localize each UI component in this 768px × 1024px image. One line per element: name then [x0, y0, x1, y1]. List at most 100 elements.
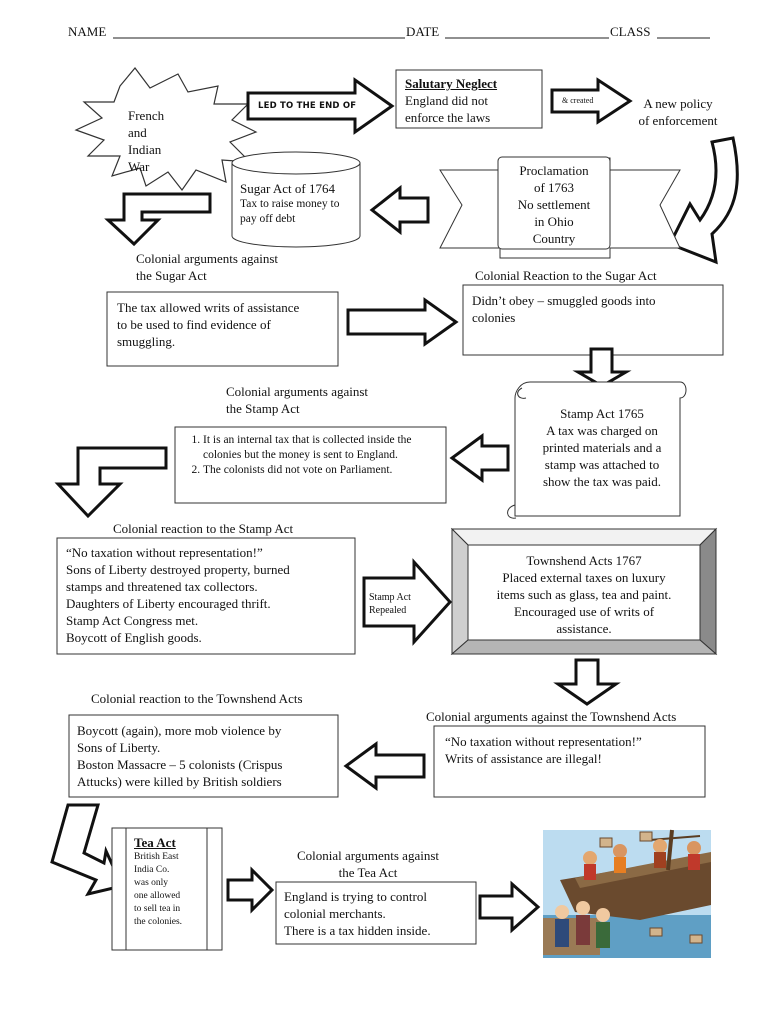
sugar-act-line: Tax to raise money to: [240, 198, 340, 210]
arrow-to-sugar-act: [369, 184, 430, 236]
sugar-arguments-line: The tax allowed writs of assistance: [117, 300, 300, 315]
stamp-act-text: Stamp Act 1765 A tax was charged on prin…: [524, 405, 680, 490]
arrow-to-sugar-reaction: [346, 297, 459, 347]
stamp-reaction-heading: Colonial reaction to the Stamp Act: [113, 521, 294, 536]
proclamation-line: Country: [532, 231, 576, 246]
stamp-reaction-text: “No taxation without representation!” So…: [66, 544, 290, 646]
arrow-down-to-townshend-args: [553, 658, 621, 706]
sugar-act-cylinder: [231, 151, 361, 248]
stamp-reaction-line: Boycott of English goods.: [66, 630, 202, 645]
proclamation-scroll: [497, 156, 611, 250]
stamp-reaction-box: [56, 537, 356, 655]
repealed-line: Repealed: [369, 605, 407, 616]
sugar-arguments-line: to be used to find evidence of: [117, 317, 271, 332]
tea-argument-line: England is trying to control: [284, 889, 427, 904]
townshend-argument-line: “No taxation without representation!”: [445, 734, 642, 749]
stamp-act-line: A tax was charged on: [546, 423, 658, 438]
stamp-act-line: stamp was attached to: [544, 457, 660, 472]
tea-argument-line: colonial merchants.: [284, 906, 386, 921]
bent-arrow-sugar: [104, 192, 212, 247]
sugar-act-text: Sugar Act of 1764 Tax to raise money to …: [240, 180, 339, 227]
arrow-to-stamp-arguments: [449, 433, 510, 483]
sugar-reaction-heading: Colonial Reaction to the Sugar Act: [475, 268, 657, 283]
heading-line: Colonial arguments against: [226, 384, 369, 399]
name-label: NAME: [68, 24, 107, 39]
townshend-arguments-box: [433, 725, 706, 798]
boston-tea-party-picture: [543, 829, 711, 958]
proclamation-line: No settlement: [517, 197, 591, 212]
sugar-reaction-line: colonies: [472, 310, 516, 325]
stamp-arguments-heading: Colonial arguments against the Stamp Act: [226, 383, 368, 417]
townshend-line: Encouraged use of writs of: [513, 604, 655, 619]
townshend-line: Townshend Acts 1767: [526, 553, 642, 568]
arrow-to-townshend-reaction: [343, 741, 426, 791]
sugar-act-line: pay off debt: [240, 213, 296, 225]
stamp-reaction-line: stamps and threatened tax collectors.: [66, 579, 258, 594]
salutary-neglect-line: enforce the laws: [405, 110, 491, 125]
tea-act-line: was only: [134, 878, 169, 888]
repealed-line: Stamp Act: [369, 592, 411, 603]
war-line: and: [128, 125, 147, 140]
stamp-act-line: printed materials and a: [542, 440, 662, 455]
proclamation-line: in Ohio: [534, 214, 574, 229]
sugar-arguments-heading: Colonial arguments against the Sugar Act: [136, 250, 278, 284]
salutary-neglect-title: Salutary Neglect: [405, 76, 498, 91]
sugar-arguments-box: [106, 291, 339, 367]
arrow-repealed-label: Stamp Act Repealed: [369, 591, 411, 617]
salutary-neglect-text: Salutary Neglect England did not enforce…: [405, 75, 497, 126]
salutary-neglect-box: [395, 69, 543, 129]
arrow-led-to-label: LED TO THE END OF: [258, 101, 357, 111]
stamp-reaction-line: Stamp Act Congress met.: [66, 613, 199, 628]
townshend-reaction-line: Attucks) were killed by British soldiers: [77, 774, 282, 789]
townshend-reaction-line: Boston Massacre – 5 colonists (Crispus: [77, 757, 283, 772]
tea-act-line: the colonies.: [134, 917, 183, 927]
heading-line: Colonial arguments against: [136, 251, 279, 266]
war-line: French: [128, 108, 165, 123]
heading-line: the Tea Act: [338, 865, 398, 880]
salutary-neglect-line: England did not: [405, 93, 489, 108]
tea-arguments-box: [275, 881, 477, 945]
stamp-act-line: show the tax was paid.: [542, 474, 662, 489]
stamp-arguments-box: [174, 426, 447, 504]
arrow-created-label: & created: [562, 96, 594, 105]
townshend-reaction-line: Sons of Liberty.: [77, 740, 161, 755]
townshend-reaction-box: [68, 714, 339, 798]
tea-act-line: to sell tea in: [134, 904, 181, 914]
war-line: War: [128, 159, 150, 174]
townshend-reaction-line: Boycott (again), more mob violence by: [77, 723, 282, 738]
tea-arguments-heading: Colonial arguments against the Tea Act: [280, 847, 456, 881]
sugar-reaction-text: Didn’t obey – smuggled goods into coloni…: [472, 292, 656, 326]
tea-act-line: India Co.: [134, 865, 170, 875]
heading-line: the Stamp Act: [226, 401, 300, 416]
townshend-acts-text: Townshend Acts 1767 Placed external taxe…: [470, 552, 698, 637]
heading-line: the Sugar Act: [136, 268, 207, 283]
tea-argument-line: There is a tax hidden inside.: [284, 923, 431, 938]
new-policy-text: A new policy of enforcement: [630, 95, 726, 129]
townshend-reaction-text: Boycott (again), more mob violence by So…: [77, 722, 282, 790]
stamp-act-scroll: [507, 381, 687, 519]
townshend-arguments-heading: Colonial arguments against the Townshend…: [426, 709, 677, 724]
tea-act-title: Tea Act: [134, 835, 176, 850]
bent-arrow-stamp: [54, 446, 168, 519]
sugar-reaction-line: Didn’t obey – smuggled goods into: [472, 293, 656, 308]
tea-arguments-text: England is trying to control colonial me…: [284, 888, 431, 939]
stamp-reaction-line: “No taxation without representation!”: [66, 545, 263, 560]
new-policy-line: A new policy: [643, 96, 713, 111]
townshend-line: Placed external taxes on luxury: [502, 570, 666, 585]
stamp-act-line: Stamp Act 1765: [560, 406, 644, 421]
sugar-reaction-box: [462, 284, 724, 356]
proclamation-line: Proclamation: [519, 163, 589, 178]
townshend-arguments-text: “No taxation without representation!” Wr…: [445, 733, 642, 767]
townshend-bevel-box: [450, 527, 718, 656]
stamp-reaction-line: Daughters of Liberty encouraged thrift.: [66, 596, 271, 611]
arrow-led-to: [246, 77, 395, 135]
arrow-down-to-stamp: [572, 347, 632, 388]
townshend-line: items such as glass, tea and paint.: [496, 587, 672, 602]
war-line: Indian: [128, 142, 162, 157]
proclamation-text: Proclamation of 1763 No settlement in Oh…: [500, 162, 608, 247]
curved-arrow-down: [667, 136, 739, 265]
townshend-line: assistance.: [556, 621, 612, 636]
french-indian-war-text: French and Indian War: [128, 107, 164, 175]
stamp-arguments-list: It is an internal tax that is collected …: [181, 433, 441, 478]
